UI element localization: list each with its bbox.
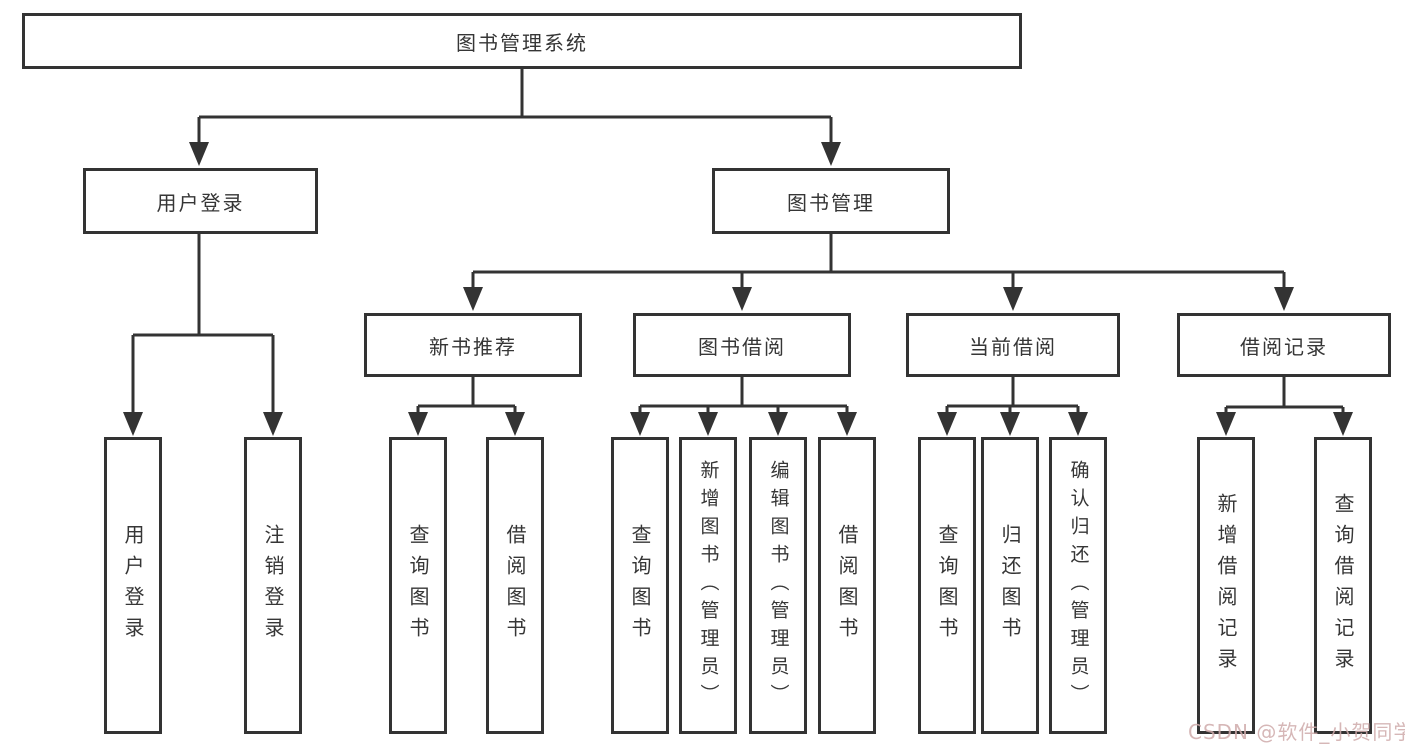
leaf-label: 确认归还（管理员） [1067, 459, 1090, 712]
connector-recommend-to-leaves [416, 377, 517, 417]
node-new-book-recommend: 新书推荐 [364, 313, 582, 377]
node-leaf-user-login: 用户登录 [104, 437, 162, 734]
leaf-label: 新增借阅记录 [1214, 492, 1238, 679]
connector-records-to-leaves [1224, 377, 1345, 417]
csdn-watermark: CSDN @软件_小贺同学 [1188, 720, 1405, 744]
leaf-label: 编辑图书（管理员） [767, 459, 790, 712]
node-user-login: 用户登录 [83, 168, 318, 234]
leaf-label: 注销登录 [261, 523, 285, 648]
leaf-label: 用户登录 [121, 523, 145, 648]
node-book-management: 图书管理 [712, 168, 950, 234]
node-root: 图书管理系统 [22, 13, 1022, 69]
node-current-borrow: 当前借阅 [906, 313, 1120, 377]
node-leaf-query-borrow-record: 查询借阅记录 [1314, 437, 1372, 734]
node-leaf-add-books-admin: 新增图书（管理员） [679, 437, 737, 734]
node-leaf-logout: 注销登录 [244, 437, 302, 734]
leaf-label: 借阅图书 [503, 523, 527, 648]
node-leaf-borrow-books: 借阅图书 [818, 437, 876, 734]
leaf-label: 查询图书 [406, 523, 430, 648]
node-borrow-records: 借阅记录 [1177, 313, 1391, 377]
node-leaf-borrow-books-recommend: 借阅图书 [486, 437, 544, 734]
node-book-borrow: 图书借阅 [633, 313, 851, 377]
connector-current-to-leaves [945, 377, 1080, 417]
node-leaf-query-books-borrow: 查询图书 [611, 437, 669, 734]
node-leaf-add-borrow-record: 新增借阅记录 [1197, 437, 1255, 734]
leaf-label: 借阅图书 [835, 523, 859, 648]
connector-root-to-level2 [197, 69, 833, 146]
leaf-label: 归还图书 [998, 523, 1022, 648]
node-leaf-query-books-current: 查询图书 [918, 437, 976, 734]
leaf-label: 新增图书（管理员） [697, 459, 720, 712]
connector-borrow-to-leaves [638, 377, 849, 417]
node-leaf-edit-books-admin: 编辑图书（管理员） [749, 437, 807, 734]
node-leaf-query-books-recommend: 查询图书 [389, 437, 447, 734]
connector-userlogin-to-leaves [131, 234, 275, 415]
arrowheads [123, 142, 1353, 436]
connector-bookmgmt-to-level3 [471, 234, 1286, 291]
leaf-label: 查询图书 [628, 523, 652, 648]
leaf-label: 查询图书 [935, 523, 959, 648]
leaf-label: 查询借阅记录 [1331, 492, 1355, 679]
node-leaf-confirm-return-admin: 确认归还（管理员） [1049, 437, 1107, 734]
node-leaf-return-books: 归还图书 [981, 437, 1039, 734]
